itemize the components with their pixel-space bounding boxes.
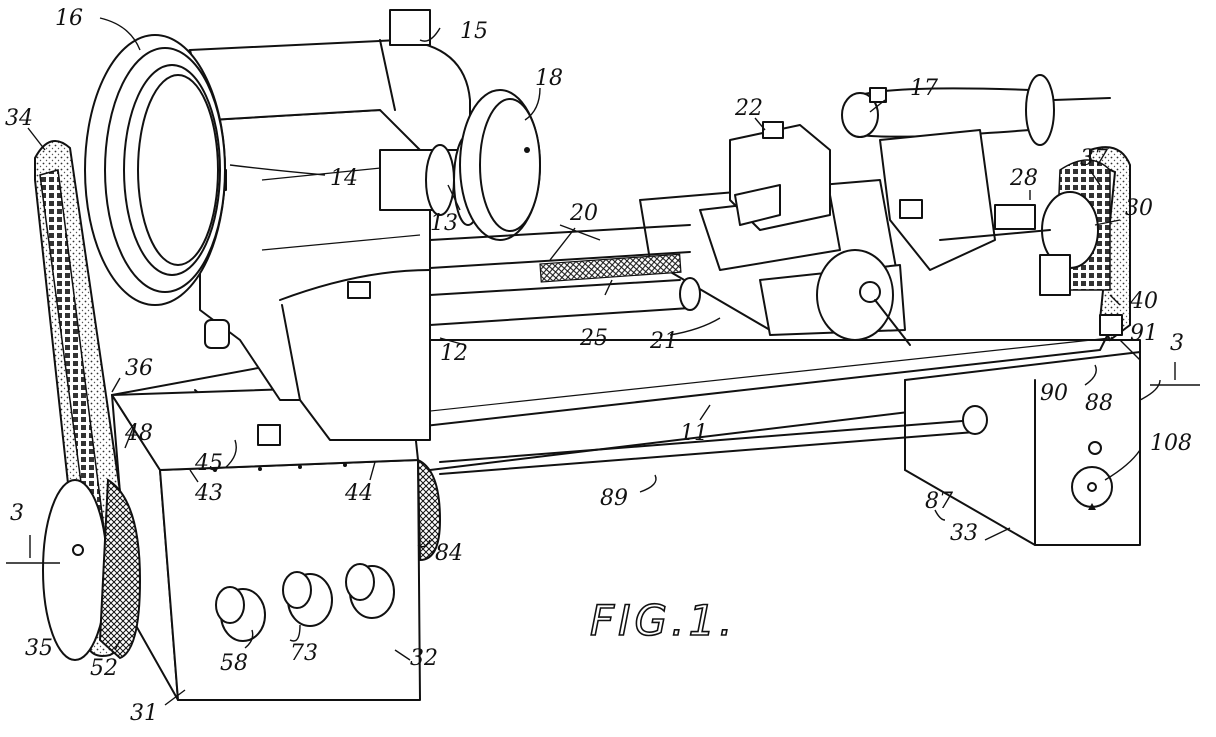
- label-3-right: 3: [1170, 331, 1184, 356]
- label-32: 32: [410, 646, 438, 671]
- label-40: 40: [1129, 289, 1158, 314]
- label-33: 33: [950, 521, 978, 546]
- label-20: 20: [569, 201, 598, 226]
- label-52: 52: [90, 656, 118, 681]
- label-73: 73: [290, 641, 318, 666]
- control-knob-58[interactable]: [215, 586, 266, 642]
- knurled-wheel-84[interactable]: [416, 458, 442, 562]
- label-28: 28: [1009, 166, 1038, 191]
- shaft-89: [439, 405, 988, 475]
- label-3-left: 3: [10, 501, 24, 526]
- label-18: 18: [535, 66, 563, 91]
- label-91: 91: [1130, 321, 1158, 346]
- label-87: 87: [925, 489, 953, 514]
- tool-holder-22: [729, 121, 831, 231]
- control-knob-73[interactable]: [282, 571, 333, 627]
- label-16: 16: [55, 6, 83, 31]
- label-108: 108: [1150, 431, 1192, 456]
- label-44: 44: [344, 481, 373, 506]
- label-13: 13: [430, 211, 458, 236]
- label-12: 12: [440, 341, 468, 366]
- control-knob-third[interactable]: [345, 563, 395, 619]
- label-25: 25: [579, 326, 608, 351]
- label-45: 45: [194, 451, 223, 476]
- lead-screws-20: [429, 224, 701, 326]
- label-89: 89: [600, 486, 628, 511]
- label-14: 14: [330, 166, 358, 191]
- tailstock-17: [841, 74, 1123, 336]
- right-box: [904, 351, 1141, 546]
- reference-numerals: 3 3 11 12 13 14 15 16 17 18 20 21 22 25 …: [5, 6, 1192, 726]
- chuck-18: [459, 89, 541, 241]
- motor-15: [144, 9, 471, 151]
- label-43: 43: [194, 481, 223, 506]
- knurled-pulley-52: [98, 478, 142, 660]
- label-35: 35: [25, 636, 53, 661]
- label-22: 22: [734, 96, 763, 121]
- handwheel[interactable]: [816, 249, 911, 346]
- label-34: 34: [5, 106, 33, 131]
- label-17: 17: [910, 76, 938, 101]
- label-58: 58: [220, 651, 248, 676]
- label-36: 36: [125, 356, 153, 381]
- label-84: 84: [435, 541, 463, 566]
- label-37: 37: [1080, 146, 1108, 171]
- label-48: 48: [124, 421, 153, 446]
- pulley-16: [84, 34, 226, 306]
- figure-caption: FIG.1.: [590, 596, 737, 645]
- pulley-35: [42, 479, 108, 661]
- label-11: 11: [680, 421, 708, 446]
- dial-108[interactable]: [1071, 466, 1113, 510]
- label-21: 21: [649, 329, 678, 354]
- label-88: 88: [1085, 391, 1113, 416]
- label-31: 31: [130, 701, 158, 726]
- label-15: 15: [460, 19, 488, 44]
- label-90: 90: [1040, 381, 1068, 406]
- label-30: 30: [1125, 196, 1153, 221]
- leader-lines: [27, 17, 1161, 706]
